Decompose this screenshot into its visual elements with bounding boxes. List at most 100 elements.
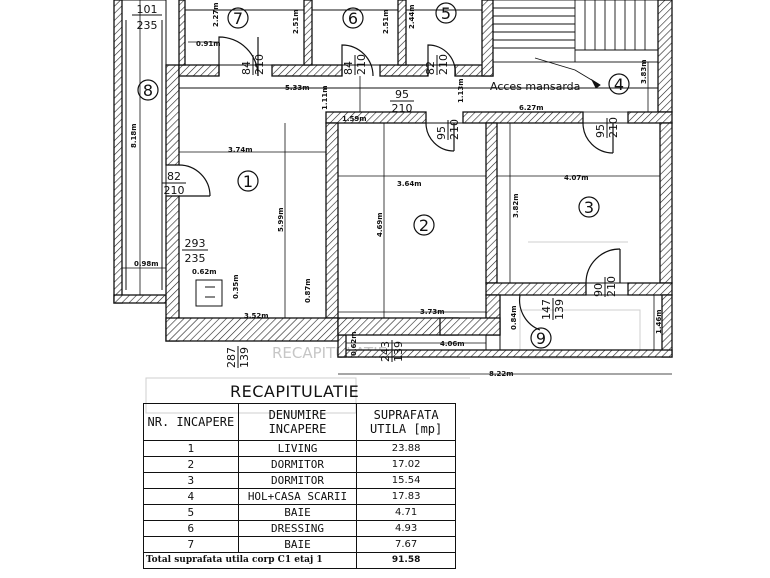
dim-1-46: 1.46m	[655, 309, 663, 334]
dim-0-87: 0.87m	[304, 278, 312, 303]
dim-4-06: 4.06m	[440, 340, 465, 348]
wall	[113, 0, 123, 304]
recap-table: NR. INCAPERE DENUMIRE INCAPERE SUPRAFATA…	[142, 403, 456, 569]
dim-2-51: 2.51m	[292, 9, 300, 34]
opening-84-210b: 84 210	[342, 54, 368, 75]
svg-text:235: 235	[137, 19, 158, 32]
dim-2-44: 2.44m	[408, 4, 416, 29]
cell-room-name: DORMITOR	[237, 456, 358, 473]
dim-1-13: 1.13m	[457, 78, 465, 103]
wall	[462, 111, 584, 124]
cell-room-number: 5	[143, 504, 239, 521]
table-row: 7 BAIE 7.67	[143, 536, 456, 553]
wall	[165, 317, 339, 342]
opening-84-210a: 84 210	[240, 54, 266, 75]
wall	[661, 294, 673, 358]
opening-287-139: 287 139	[225, 346, 251, 368]
header-usable-area: SUPRAFATA UTILA [mp]	[356, 403, 456, 441]
wall	[271, 64, 343, 77]
room-number-8-label: 8	[143, 81, 153, 100]
svg-text:139: 139	[392, 341, 405, 362]
svg-text:82: 82	[167, 170, 181, 183]
cell-area: 4.71	[356, 504, 456, 521]
wall	[481, 0, 494, 77]
wall	[379, 64, 429, 77]
table-row: 5 BAIE 4.71	[143, 504, 456, 521]
svg-text:243: 243	[379, 341, 392, 362]
cell-room-name: HOL+CASA SCARII	[237, 488, 358, 505]
dim-0-62b: 0.62m	[350, 331, 358, 356]
dim-3-83: 3.83m	[640, 59, 648, 84]
wall	[178, 64, 220, 77]
dim-0-91: 0.91m	[196, 40, 221, 48]
window-marks	[125, 20, 163, 290]
cell-room-number: 4	[143, 488, 239, 505]
dim-1-59: 1.59m	[342, 115, 367, 123]
room-number-3-label: 3	[584, 198, 594, 217]
table-row: 4 HOL+CASA SCARII 17.83	[143, 488, 456, 505]
svg-text:210: 210	[392, 102, 413, 115]
wall	[325, 122, 339, 319]
cell-area: 23.88	[356, 440, 456, 457]
cell-room-name: BAIE	[237, 504, 358, 521]
recap-header-row: NR. INCAPERE DENUMIRE INCAPERE SUPRAFATA…	[143, 403, 456, 441]
wall	[659, 122, 673, 284]
dim-8-18: 8.18m	[130, 123, 138, 148]
svg-text:235: 235	[185, 252, 206, 265]
wall	[178, 0, 186, 66]
svg-text:210: 210	[605, 276, 618, 297]
cell-room-number: 1	[143, 440, 239, 457]
wall	[439, 317, 501, 336]
recap-title: RECAPITULATIE	[230, 382, 360, 401]
cell-area: 4.93	[356, 520, 456, 537]
room-number-1-label: 1	[243, 172, 253, 191]
dim-5-99: 5.99m	[277, 207, 285, 232]
wall	[113, 294, 167, 304]
dim-0-35: 0.35m	[232, 274, 240, 299]
cell-area: 15.54	[356, 472, 456, 489]
svg-text:293: 293	[185, 237, 206, 250]
dim-4-69: 4.69m	[376, 212, 384, 237]
dimension-labels: 2.27m 2.51m 2.51m 2.44m 0.91m 5.33m 1.11…	[130, 2, 663, 378]
svg-text:101: 101	[137, 3, 158, 16]
cell-room-number: 3	[143, 472, 239, 489]
svg-text:90: 90	[592, 283, 605, 297]
table-row: 3 DORMITOR 15.54	[143, 472, 456, 489]
svg-text:210: 210	[253, 54, 266, 75]
opening-147-139: 147 139	[540, 298, 566, 320]
svg-text:287: 287	[225, 347, 238, 368]
wall	[397, 0, 407, 66]
dim-3-82: 3.82m	[512, 193, 520, 218]
dim-0-98: 0.98m	[134, 260, 159, 268]
room-number-2: 2	[413, 214, 435, 236]
room-number-7-label: 7	[233, 9, 243, 28]
dim-3-64: 3.64m	[397, 180, 422, 188]
dim-2-51b: 2.51m	[382, 9, 390, 34]
cell-area: 17.83	[356, 488, 456, 505]
cell-room-number: 2	[143, 456, 239, 473]
svg-text:210: 210	[448, 119, 461, 140]
room-number-4: 4	[608, 73, 630, 95]
room-number-6-label: 6	[348, 9, 358, 28]
dim-0-84: 0.84m	[510, 305, 518, 330]
dim-4-07: 4.07m	[564, 174, 589, 182]
total-row: Total suprafata utila corp C1 etaj 1 91.…	[142, 552, 456, 569]
total-label: Total suprafata utila corp C1 etaj 1	[142, 552, 358, 569]
wall	[165, 64, 180, 166]
wall	[303, 0, 313, 66]
dim-3-73: 3.73m	[420, 308, 445, 316]
room-number-1: 1	[237, 170, 259, 192]
svg-text:95: 95	[594, 124, 607, 138]
dim-3-74: 3.74m	[228, 146, 253, 154]
door-swings	[178, 36, 621, 331]
room-number-8: 8	[137, 79, 159, 101]
svg-text:210: 210	[607, 117, 620, 138]
svg-text:95: 95	[435, 126, 448, 140]
wall	[627, 282, 673, 296]
room-number-4-label: 4	[614, 75, 624, 94]
dimension-lines	[122, 0, 672, 375]
dim-1-11: 1.11m	[321, 85, 329, 110]
total-value: 91.58	[356, 552, 456, 569]
room-number-5: 5	[435, 2, 457, 24]
